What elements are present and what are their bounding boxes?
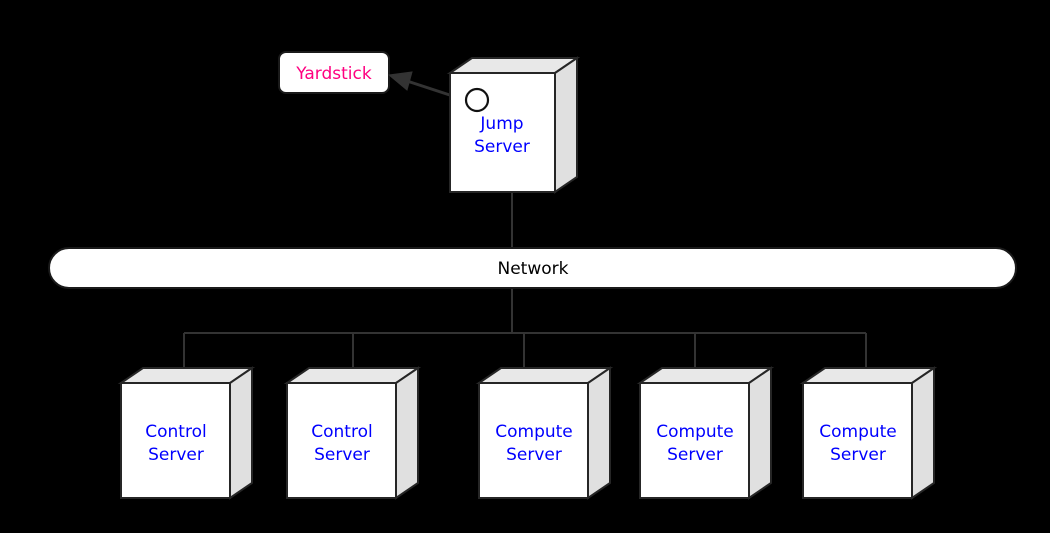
server-1-front-face bbox=[120, 382, 231, 499]
arrow-head bbox=[387, 71, 413, 91]
server-1-side-face bbox=[229, 366, 253, 500]
jump-server-interface-icon[interactable] bbox=[464, 87, 490, 113]
network-bar-rect bbox=[48, 247, 1017, 289]
server-4-label-line2: Server bbox=[667, 445, 723, 465]
server-5-label-line1: Compute bbox=[819, 422, 897, 442]
node-jump-server[interactable]: Jump Server bbox=[446, 56, 581, 194]
node-server-4[interactable]: Compute Server bbox=[636, 366, 775, 500]
server-3-front-face bbox=[478, 382, 589, 499]
node-server-2[interactable]: Control Server bbox=[283, 366, 422, 500]
yardstick-box-rect bbox=[278, 51, 390, 94]
server-2-front-face bbox=[286, 382, 397, 499]
network-bar[interactable]: Network bbox=[48, 247, 1017, 289]
yardstick-label-text: Yardstick bbox=[295, 64, 372, 84]
server-1-label-line1: Control bbox=[145, 422, 206, 442]
server-1-label-line2: Server bbox=[148, 445, 204, 465]
server-2-label-line1: Control bbox=[311, 422, 372, 442]
server-2-label-line2: Server bbox=[314, 445, 370, 465]
node-server-5[interactable]: Compute Server bbox=[799, 366, 938, 500]
server-4-label-line1: Compute bbox=[656, 422, 734, 442]
node-server-3[interactable]: Compute Server bbox=[475, 366, 614, 500]
server-3-side-face bbox=[587, 366, 611, 500]
server-3-label-line2: Server bbox=[506, 445, 562, 465]
yardstick-label-box[interactable]: Yardstick bbox=[278, 51, 390, 94]
server-5-label-line2: Server bbox=[830, 445, 886, 465]
node-server-1[interactable]: Control Server bbox=[117, 366, 256, 500]
server-2-side-face bbox=[395, 366, 419, 500]
network-label-text: Network bbox=[498, 259, 569, 279]
server-4-front-face bbox=[639, 382, 750, 499]
jump-server-front-face bbox=[449, 72, 556, 193]
server-4-side-face bbox=[748, 366, 772, 500]
server-3-label-line1: Compute bbox=[495, 422, 573, 442]
jump-server-side-face bbox=[554, 56, 578, 194]
jump-server-label-line1: Jump bbox=[479, 114, 523, 134]
server-5-front-face bbox=[802, 382, 913, 499]
jump-server-label-line2: Server bbox=[474, 137, 530, 157]
server-5-side-face bbox=[911, 366, 935, 500]
